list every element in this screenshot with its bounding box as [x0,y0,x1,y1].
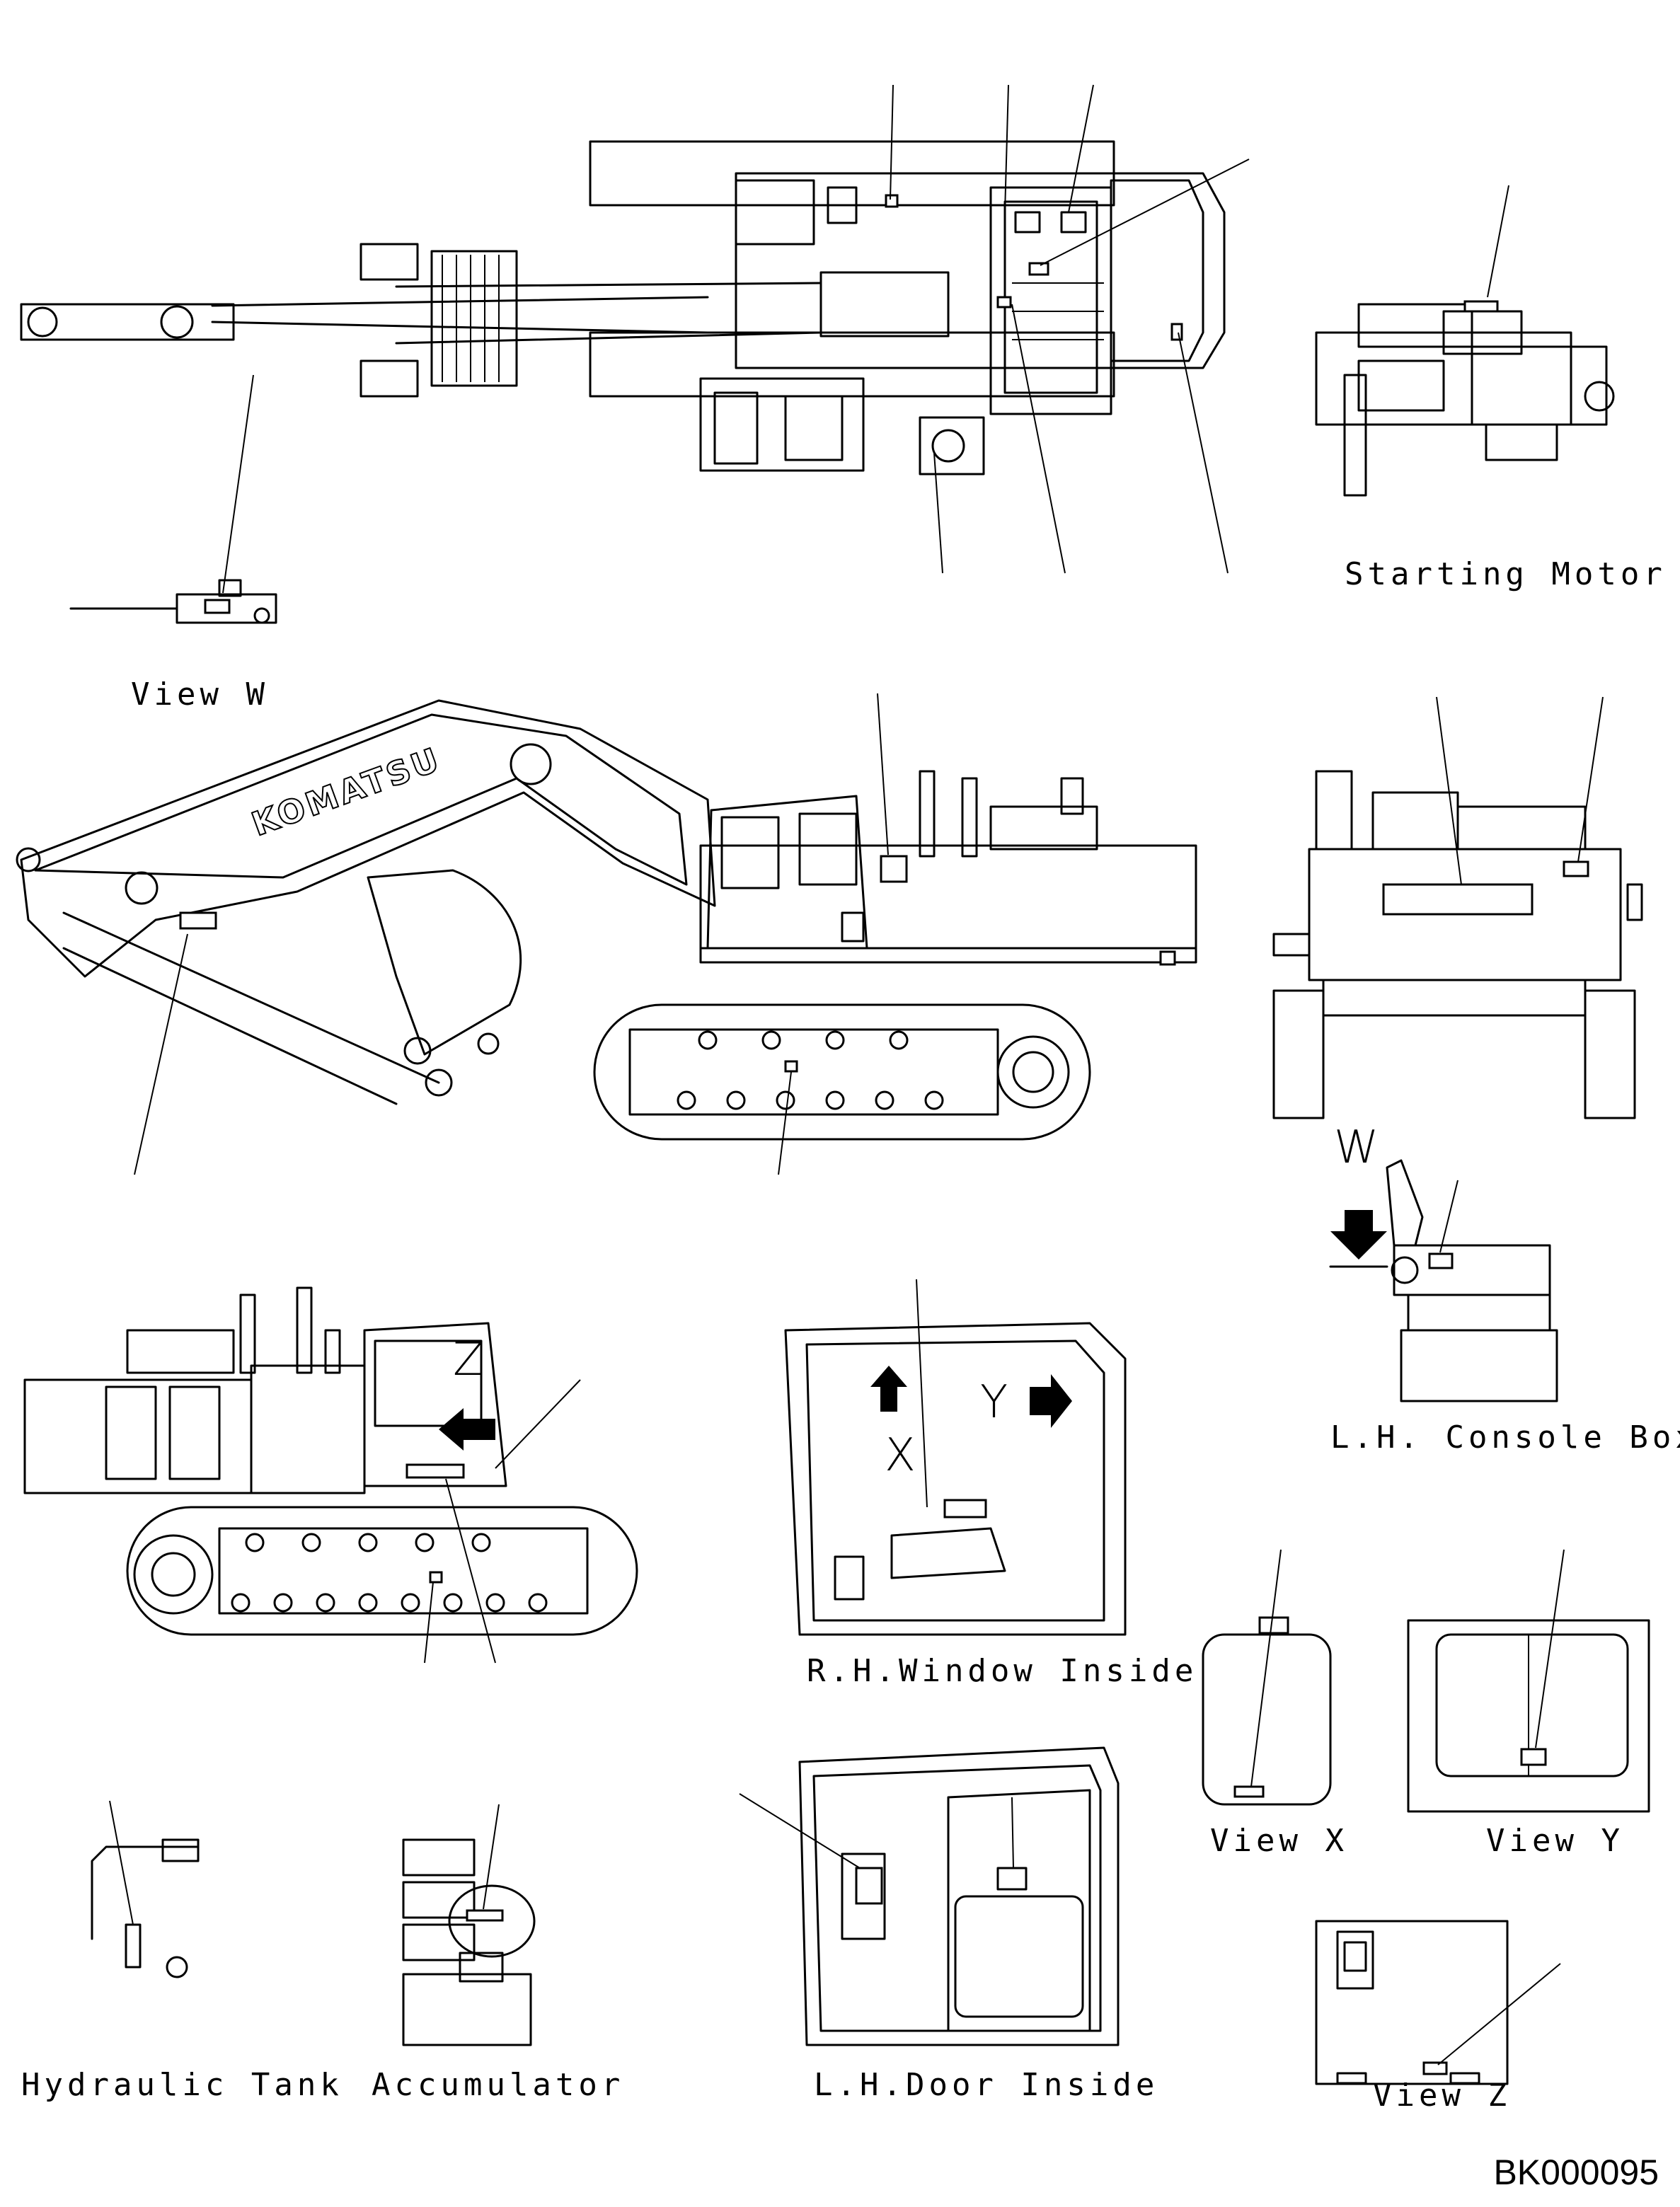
left-side-view-excavator [23,1286,638,1664]
lh-console-box-caption: L.H. Console Box [1330,1419,1680,1456]
lh-door-inside-caption: L.H.Door Inside [814,2067,1159,2103]
top-view-excavator [20,84,1250,574]
view-letter-w: W [1334,1122,1379,1174]
view-y-caption: View Y [1486,1823,1624,1859]
lh-door-inside-drawing [739,1746,1120,2046]
view-letter-x: X [885,1429,916,1482]
view-w-drawing [69,374,277,624]
starting-motor-caption: Starting Motor [1345,556,1667,592]
view-letter-y: Y [980,1376,1008,1429]
hydraulic-tank-caption: Hydraulic Tank [21,2067,343,2103]
accumulator-caption: Accumulator [372,2067,625,2103]
view-z-drawing [1315,1920,1561,2085]
starting-motor-drawing [1315,185,1615,497]
side-view-excavator [16,693,1197,1175]
rear-view-excavator [1272,696,1643,1119]
accumulator-drawing [402,1804,536,2046]
view-letter-z: Z [453,1334,484,1386]
drawing-code: BK000095 [1493,2153,1659,2192]
view-w-caption: View W [131,676,269,713]
rh-window-inside-drawing [784,1279,1127,1636]
view-x-drawing [1202,1549,1332,1806]
lh-console-box-drawing [1329,1159,1558,1402]
view-y-drawing [1407,1549,1650,1813]
view-x-caption: View X [1210,1823,1348,1859]
rh-window-inside-caption: R.H.Window Inside [807,1653,1198,1689]
hydraulic-tank-drawing [91,1800,200,1978]
view-z-caption: View Z [1373,2078,1511,2114]
